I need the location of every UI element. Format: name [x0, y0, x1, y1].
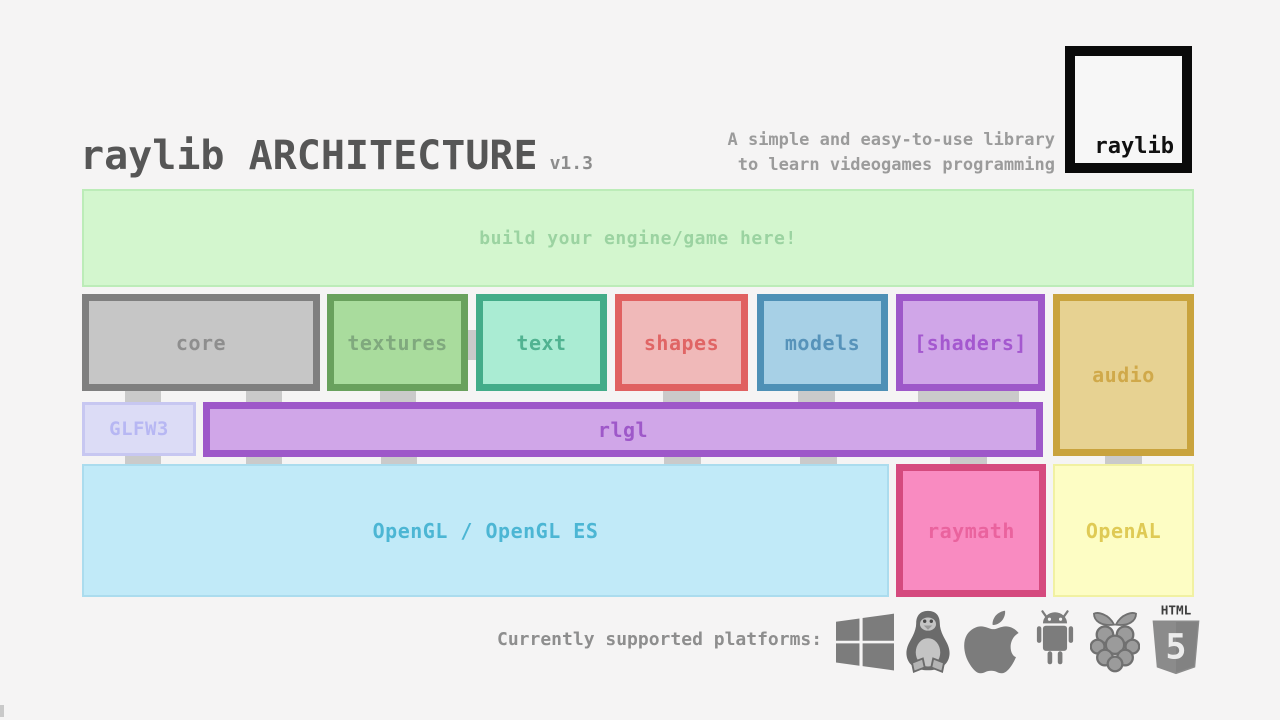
module-label-textures: textures — [347, 330, 448, 355]
engine-box: build your engine/game here! — [82, 189, 1194, 287]
glfw3-label: GLFW3 — [109, 418, 169, 440]
module-label-shaders: [shaders] — [914, 330, 1027, 355]
module-label-text: text — [516, 330, 567, 355]
module-label-audio: audio — [1092, 363, 1155, 387]
tagline-line1: A simple and easy-to-use library — [727, 130, 1055, 150]
platform-icons: HTML 5 — [836, 602, 1203, 682]
raymath-box: raymath — [896, 464, 1046, 597]
version-label: v1.3 — [549, 153, 593, 174]
raylib-logo: raylib — [1065, 46, 1192, 173]
module-label-shapes: shapes — [643, 330, 720, 355]
connector-models-rlgl — [798, 386, 835, 406]
module-label-models: models — [784, 330, 861, 355]
engine-box-label: build your engine/game here! — [479, 227, 797, 249]
glfw3-box: GLFW3 — [82, 402, 196, 456]
connector-shapes-rlgl — [663, 386, 700, 406]
connector-core-glfw3 — [125, 386, 161, 406]
platforms-label: Currently supported platforms: — [497, 629, 823, 650]
connector-shaders-rlgl — [918, 386, 1019, 406]
html5-icon: HTML 5 — [1152, 603, 1200, 675]
apple-icon — [964, 610, 1019, 674]
module-box-textures: textures — [327, 294, 468, 391]
rlgl-label: rlgl — [597, 417, 649, 442]
connector-textures-rlgl — [380, 386, 416, 406]
module-box-text: text — [476, 294, 607, 391]
linux-icon — [906, 610, 950, 673]
rlgl-box: rlgl — [203, 402, 1043, 457]
windows-icon — [836, 613, 894, 671]
opengl-box: OpenGL / OpenGL ES — [82, 464, 889, 597]
openal-label: OpenAL — [1085, 518, 1162, 543]
raspberry-pi-icon — [1090, 612, 1140, 673]
html5-icon-top-text: HTML — [1161, 603, 1192, 618]
tagline-line2: to learn videogames programming — [737, 155, 1055, 175]
module-box-core: core — [82, 294, 320, 391]
android-icon — [1036, 610, 1074, 665]
module-box-shaders: [shaders] — [896, 294, 1045, 391]
module-box-audio: audio — [1053, 294, 1194, 456]
page-title: raylib ARCHITECTURE v1.3 — [80, 133, 593, 179]
module-box-models: models — [757, 294, 888, 391]
raylib-logo-text: raylib — [1094, 134, 1174, 159]
scrollbar-fragment — [0, 705, 4, 717]
connector-core-rlgl — [246, 386, 282, 406]
raymath-label: raymath — [927, 518, 1015, 543]
title-text: raylib ARCHITECTURE — [80, 133, 538, 179]
openal-box: OpenAL — [1053, 464, 1194, 597]
module-box-shapes: shapes — [615, 294, 748, 391]
html5-icon-number: 5 — [1165, 627, 1186, 668]
tagline: A simple and easy-to-use library to lear… — [727, 128, 1055, 178]
opengl-label: OpenGL / OpenGL ES — [372, 518, 599, 543]
module-label-core: core — [175, 330, 227, 355]
